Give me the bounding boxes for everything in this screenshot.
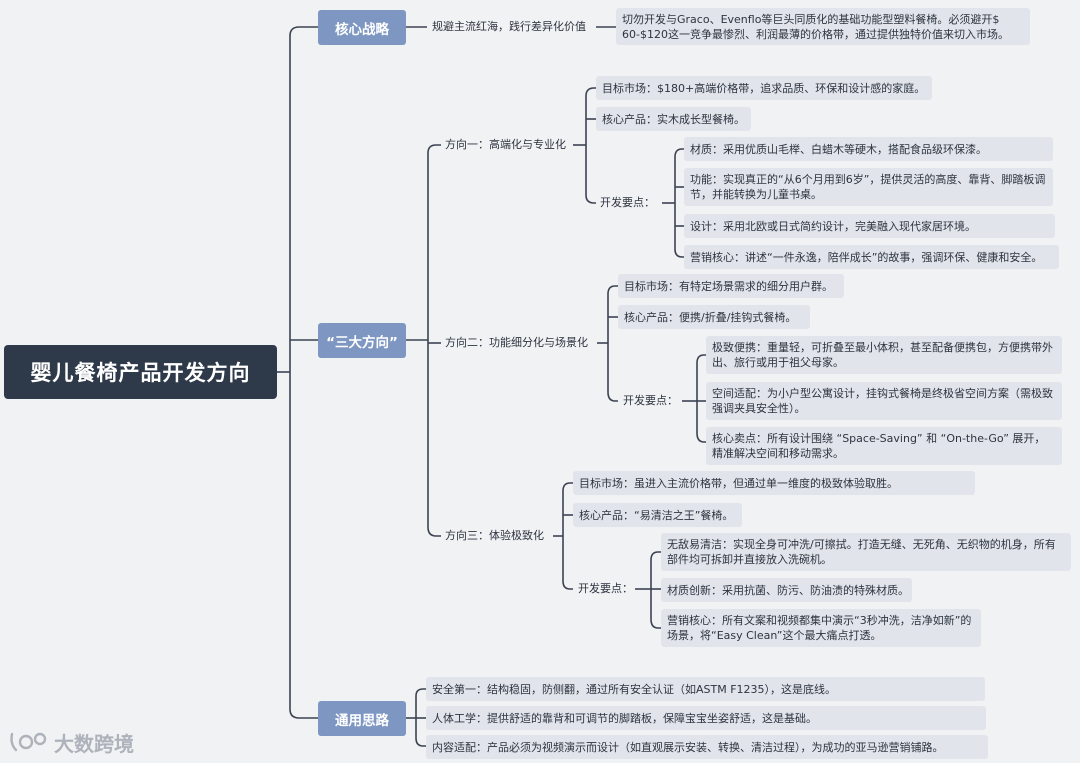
node-general-approach[interactable]: 通用思路 [318, 701, 406, 736]
node-d2-point-space[interactable]: 空间适配：为小户型公寓设计，挂钩式餐椅是终极省空间方案（需极致强调夹具安全性）。 [706, 382, 1062, 420]
node-d1-market[interactable]: 目标市场：$180+高端价格带，追求品质、环保和设计感的家庭。 [596, 76, 932, 100]
node-d1-point-material[interactable]: 材质：采用优质山毛榉、白蜡木等硬木，搭配食品级环保漆。 [684, 137, 1053, 161]
watermark-text: 大数跨境 [54, 731, 134, 756]
node-d2-point-selling[interactable]: 核心卖点：所有设计围绕 “Space-Saving” 和 “On-the-Go”… [706, 427, 1062, 465]
node-d3-market[interactable]: 目标市场：虽进入主流价格带，但通过单一维度的极致体验取胜。 [573, 471, 975, 495]
node-d1-point-design[interactable]: 设计：采用北欧或日式简约设计，完美融入现代家居环境。 [684, 214, 1055, 238]
node-d3-point-clean[interactable]: 无敌易清洁：实现全身可冲洗/可擦拭。打造无缝、无死角、无织物的机身，所有部件均可… [661, 533, 1071, 571]
node-direction-1[interactable]: 方向一：高端化与专业化 [445, 138, 566, 151]
node-d3-product[interactable]: 核心产品：“易清洁之王”餐椅。 [573, 503, 742, 527]
watermark-icon [10, 732, 47, 752]
node-general-content[interactable]: 内容适配：产品必须为视频演示而设计（如直观展示安装、转换、清洁过程），为成功的亚… [426, 735, 988, 759]
node-core-topic[interactable]: 规避主流红海，践行差异化价值 [432, 20, 586, 33]
watermark-logo: 大数跨境 [8, 726, 134, 758]
node-d2-point-portable[interactable]: 极致便携：重量轻，可折叠至最小体积，甚至配备便携包，方便携带外出、旅行或用于祖父… [706, 336, 1062, 374]
node-core-detail[interactable]: 切勿开发与Graco、Evenflo等巨头同质化的基础功能型塑料餐椅。必须避开$… [616, 8, 1030, 45]
node-d2-points-label[interactable]: 开发要点： [623, 394, 678, 407]
node-d3-points-label[interactable]: 开发要点： [578, 582, 633, 595]
node-d1-points-label[interactable]: 开发要点： [600, 196, 655, 209]
node-direction-3[interactable]: 方向三：体验极致化 [445, 529, 544, 542]
node-direction-2[interactable]: 方向二：功能细分化与场景化 [445, 336, 588, 349]
node-d2-market[interactable]: 目标市场：有特定场景需求的细分用户群。 [618, 274, 844, 298]
node-d3-point-marketing[interactable]: 营销核心：所有文案和视频都集中演示“3秒冲洗，洁净如新”的场景，将“Easy C… [661, 609, 981, 647]
node-three-directions[interactable]: “三大方向” [318, 323, 406, 358]
node-d1-point-function[interactable]: 功能：实现真正的“从6个月用到6岁”，提供灵活的高度、靠背、脚踏板调节，并能转换… [684, 168, 1053, 206]
node-d1-product[interactable]: 核心产品：实木成长型餐椅。 [596, 107, 751, 131]
node-d1-point-marketing[interactable]: 营销核心：讲述“一件永逸，陪伴成长”的故事，强调环保、健康和安全。 [684, 245, 1059, 269]
root-node[interactable]: 婴儿餐椅产品开发方向 [4, 345, 277, 399]
node-general-safety[interactable]: 安全第一：结构稳固，防侧翻，通过所有安全认证（如ASTM F1235），这是底线… [426, 677, 985, 701]
node-d2-product[interactable]: 核心产品：便携/折叠/挂钩式餐椅。 [618, 305, 810, 329]
node-d3-point-material[interactable]: 材质创新：采用抗菌、防污、防油渍的特殊材质。 [661, 578, 912, 602]
node-general-ergonomics[interactable]: 人体工学：提供舒适的靠背和可调节的脚踏板，保障宝宝坐姿舒适，这是基础。 [426, 706, 986, 730]
node-core-strategy[interactable]: 核心战略 [318, 10, 406, 45]
